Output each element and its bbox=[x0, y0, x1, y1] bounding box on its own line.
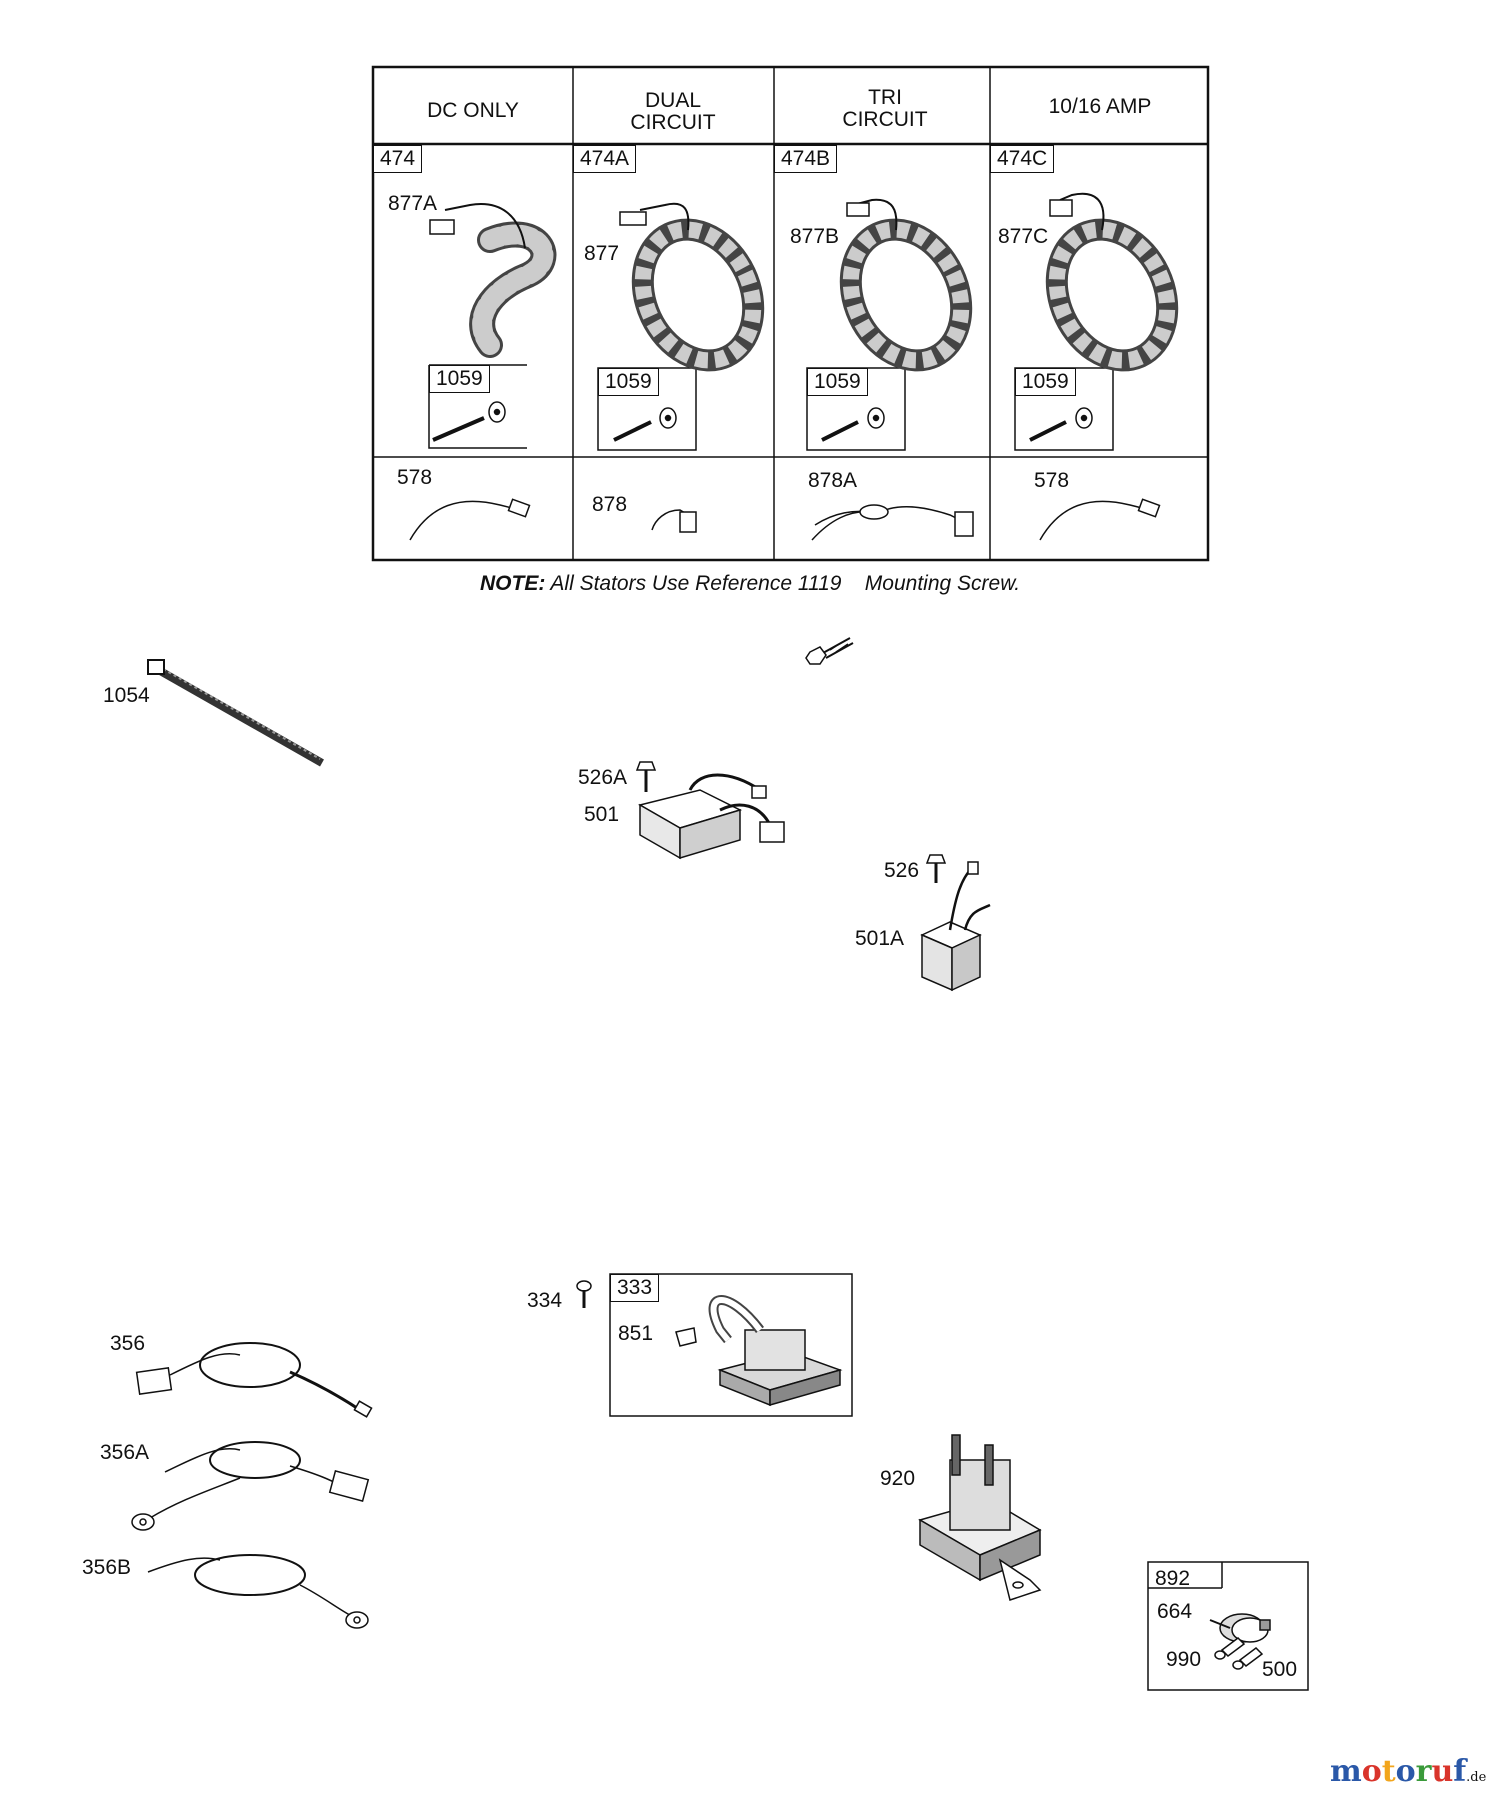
label-333: 333 bbox=[610, 1274, 660, 1302]
note-text: All Stators Use Reference bbox=[550, 572, 792, 595]
key-500 bbox=[1232, 1647, 1264, 1670]
label-878a: 878A bbox=[808, 469, 858, 492]
label-877a: 877A bbox=[388, 192, 438, 215]
header-10-16-amp: 10/16 AMP bbox=[1048, 95, 1152, 118]
stator-877c bbox=[1045, 192, 1179, 372]
harness-356a bbox=[131, 1441, 370, 1531]
harness-356b bbox=[147, 1554, 369, 1629]
kit-hardware-1 bbox=[432, 401, 506, 442]
ignition-module-333 bbox=[708, 1295, 843, 1407]
label-990: 990 bbox=[1166, 1648, 1202, 1671]
solenoid-920 bbox=[918, 1434, 1042, 1601]
note-ref: 1119 bbox=[797, 572, 842, 595]
label-501a: 501A bbox=[855, 927, 905, 950]
label-877: 877 bbox=[584, 242, 620, 265]
brand-letter: t bbox=[1381, 1754, 1396, 1789]
rectifier-501a bbox=[920, 861, 991, 992]
cable-tie-1054 bbox=[147, 659, 324, 767]
switch-kit-box-892 bbox=[1147, 1561, 1309, 1691]
label-664: 664 bbox=[1157, 1600, 1193, 1623]
label-920: 920 bbox=[880, 1467, 916, 1490]
stator-877 bbox=[619, 202, 765, 372]
ignition-switch-664 bbox=[1209, 1613, 1271, 1643]
label-1059-2: 1059 bbox=[598, 368, 659, 396]
label-1059-1: 1059 bbox=[429, 365, 490, 393]
lead-878 bbox=[651, 509, 697, 533]
note-prefix: NOTE: bbox=[480, 572, 546, 595]
brand-letter: u bbox=[1431, 1754, 1454, 1789]
ref-474: 474 bbox=[373, 145, 423, 173]
label-578-a: 578 bbox=[397, 466, 433, 489]
label-334: 334 bbox=[527, 1289, 563, 1312]
ref-474b: 474B bbox=[774, 145, 838, 173]
note-suffix: Mounting Screw. bbox=[864, 572, 1021, 595]
stator-table-frame bbox=[371, 65, 1210, 562]
label-356b: 356B bbox=[82, 1556, 132, 1579]
brand-letter: r bbox=[1415, 1754, 1432, 1789]
stator-note: NOTE: All Stators Use Reference 1119 Mou… bbox=[480, 572, 1020, 596]
lead-878a bbox=[811, 504, 974, 541]
label-892: 892 bbox=[1155, 1567, 1191, 1590]
label-578-b: 578 bbox=[1034, 469, 1070, 492]
label-501: 501 bbox=[584, 803, 620, 826]
brand-name: motoruf bbox=[1330, 1754, 1466, 1789]
ref-474c: 474C bbox=[990, 145, 1055, 173]
label-356: 356 bbox=[110, 1332, 146, 1355]
key-990 bbox=[1214, 1637, 1246, 1660]
stator-877b bbox=[839, 198, 973, 372]
header-dc-only: DC ONLY bbox=[427, 99, 519, 122]
label-877c: 877C bbox=[998, 225, 1049, 248]
brand-tld: .de bbox=[1466, 1770, 1487, 1785]
label-526a: 526A bbox=[578, 766, 628, 789]
ref-474a: 474A bbox=[573, 145, 637, 173]
kit-hardware-4 bbox=[1029, 407, 1093, 442]
label-878: 878 bbox=[592, 493, 628, 516]
screw-334 bbox=[576, 1280, 592, 1308]
screw-526 bbox=[925, 854, 947, 883]
label-877b: 877B bbox=[790, 225, 840, 248]
screw-526a bbox=[635, 761, 657, 792]
stator-877a bbox=[429, 203, 557, 358]
lead-578-b bbox=[1039, 498, 1161, 541]
mounting-screw-1119 bbox=[805, 637, 854, 665]
regulator-501 bbox=[638, 773, 785, 860]
label-356a: 356A bbox=[100, 1441, 150, 1464]
harness-356 bbox=[135, 1342, 373, 1418]
label-851: 851 bbox=[618, 1322, 654, 1345]
label-1059-3: 1059 bbox=[807, 368, 868, 396]
brand-letter: m bbox=[1330, 1754, 1362, 1789]
module-box-333 bbox=[609, 1273, 853, 1417]
label-500: 500 bbox=[1262, 1658, 1298, 1681]
clip-851 bbox=[675, 1327, 697, 1347]
brand-letter: o bbox=[1361, 1754, 1382, 1789]
brand-letter: o bbox=[1395, 1754, 1416, 1789]
brand-logo: motoruf.de bbox=[1330, 1754, 1486, 1789]
label-1054: 1054 bbox=[103, 684, 150, 707]
label-526: 526 bbox=[884, 859, 920, 882]
kit-hardware-2 bbox=[613, 407, 677, 442]
label-1059-4: 1059 bbox=[1015, 368, 1076, 396]
lead-578-a bbox=[409, 498, 531, 541]
brand-letter: f bbox=[1453, 1754, 1467, 1789]
kit-hardware-3 bbox=[821, 407, 885, 442]
